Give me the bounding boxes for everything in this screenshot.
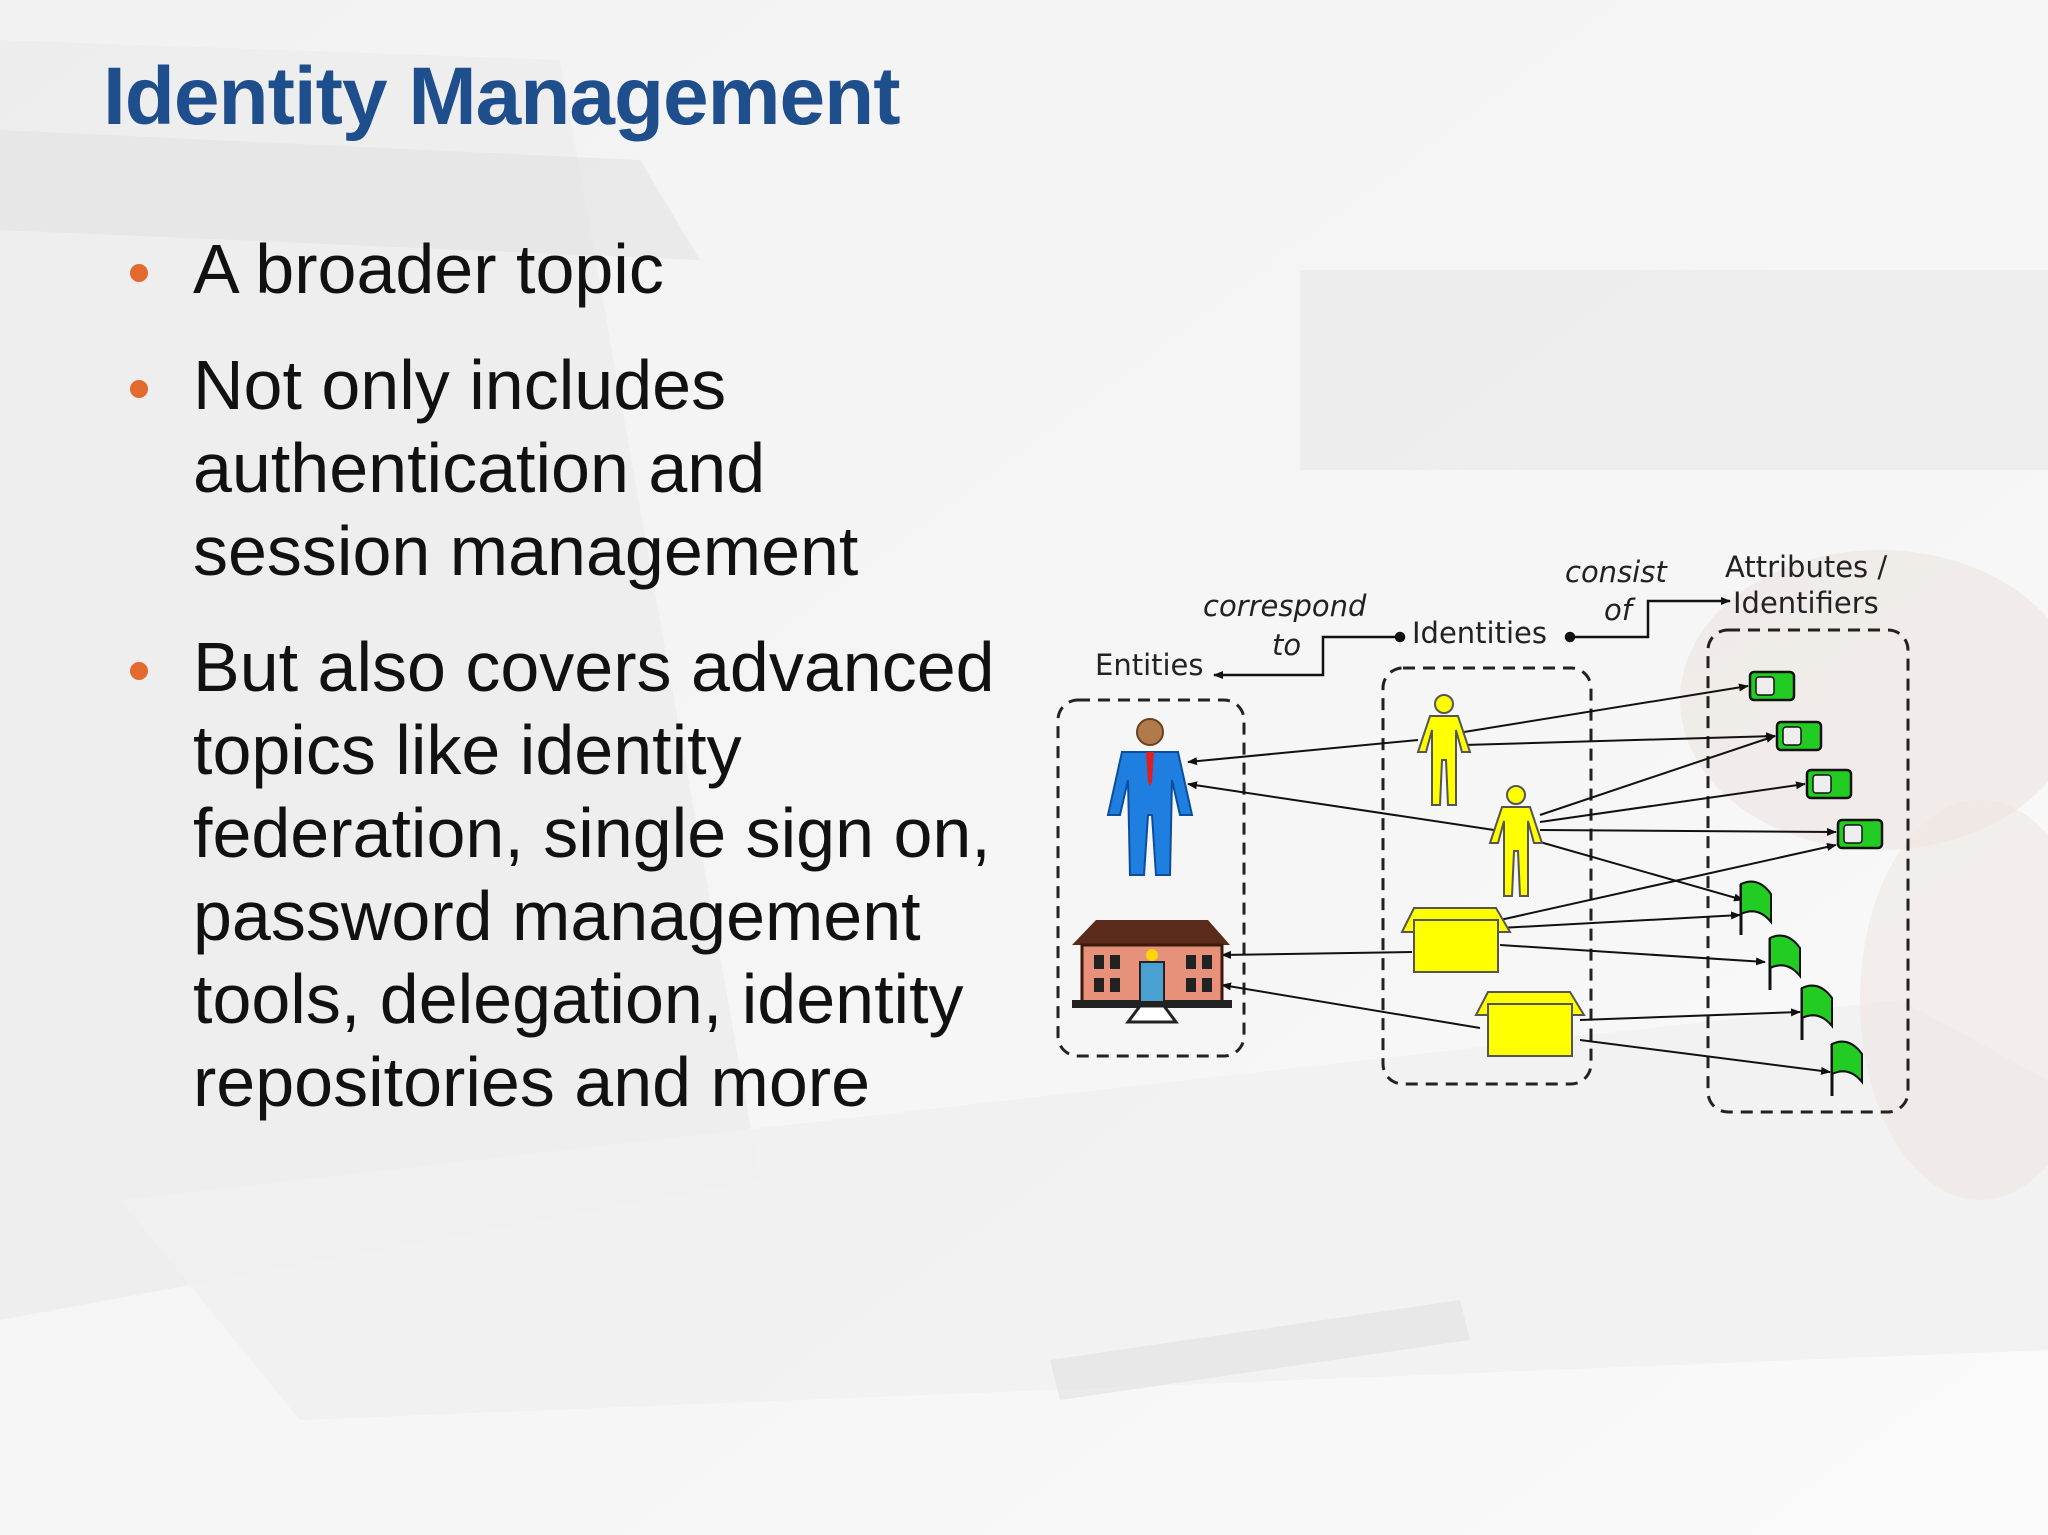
attributes-label-line2: Identifiers bbox=[1733, 586, 1879, 620]
bullet-text: A broader topic bbox=[193, 230, 664, 308]
bullet-text: But also covers advanced topics like ide… bbox=[193, 628, 995, 1121]
bullet-item: A broader topic bbox=[125, 228, 1005, 311]
attributes-label-line1: Attributes / bbox=[1725, 550, 1887, 584]
bullet-list: A broader topic Not only includes authen… bbox=[125, 228, 1005, 1157]
identity-diagram: Entities Identities Attributes / Identif… bbox=[1056, 550, 1910, 1114]
consist-label-line1: consist bbox=[1565, 555, 1668, 589]
entities-label: Entities bbox=[1095, 648, 1204, 682]
identities-group bbox=[1381, 666, 1593, 1086]
flag-icon bbox=[1830, 1040, 1863, 1096]
attributes-group bbox=[1706, 628, 1910, 1114]
bullet-dot-icon bbox=[130, 662, 148, 680]
building-icon bbox=[1072, 920, 1232, 1024]
correspond-label-line2: to bbox=[1272, 628, 1301, 662]
flag-icon bbox=[1800, 984, 1833, 1040]
identity-to-attribute-arrows bbox=[1463, 683, 1837, 1075]
person-icon bbox=[1488, 785, 1544, 897]
tag-icon bbox=[1748, 670, 1796, 702]
bullet-text: Not only includes authentication and ses… bbox=[193, 346, 859, 590]
person-icon bbox=[1416, 694, 1472, 806]
flag-icon bbox=[1739, 880, 1772, 935]
bullet-dot-icon bbox=[130, 380, 148, 398]
identity-to-entity-arrows bbox=[1187, 739, 1495, 1029]
consist-connector bbox=[1564, 597, 1731, 643]
tag-icon bbox=[1836, 818, 1884, 850]
correspond-label-line1: correspond bbox=[1203, 589, 1367, 623]
bullet-item: But also covers advanced topics like ide… bbox=[125, 626, 1005, 1124]
correspond-connector bbox=[1213, 631, 1406, 679]
box-icon bbox=[1400, 907, 1512, 973]
bullet-dot-icon bbox=[130, 264, 148, 282]
tag-icon bbox=[1805, 768, 1853, 800]
businessman-icon bbox=[1106, 718, 1194, 876]
tag-icon bbox=[1775, 720, 1823, 752]
bullet-item: Not only includes authentication and ses… bbox=[125, 344, 1005, 593]
identities-label: Identities bbox=[1412, 616, 1547, 650]
slide-title: Identity Management bbox=[103, 51, 901, 142]
flag-icon bbox=[1768, 934, 1801, 990]
consist-label-line2: of bbox=[1604, 593, 1636, 627]
box-icon bbox=[1474, 991, 1586, 1057]
